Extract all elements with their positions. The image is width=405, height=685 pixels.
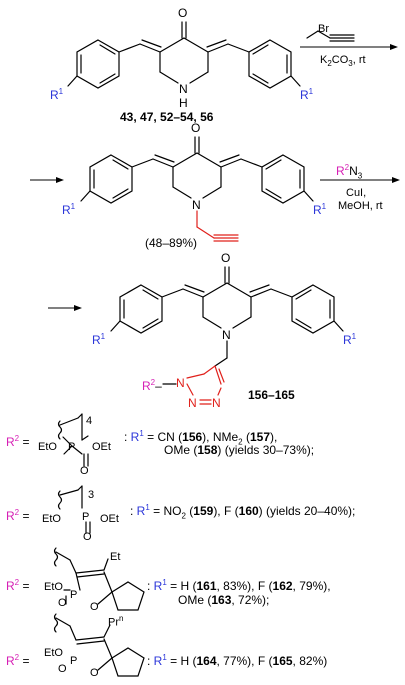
sub3-O-exo: O <box>58 597 67 609</box>
sub4-O-exo: O <box>58 663 67 675</box>
reagent-k2co3: K2CO3, rt <box>320 54 366 69</box>
reagent-meoh: MeOH, rt <box>338 200 383 212</box>
substituent-3-structure <box>53 547 145 611</box>
sub2-O: O <box>83 531 92 543</box>
r1-left-2: R1 <box>62 202 76 217</box>
atom-N-2: N <box>192 198 201 212</box>
product-compound-ids: 156–165 <box>248 388 295 402</box>
sub2-P: P <box>82 511 90 523</box>
r1-left-1: R1 <box>50 87 64 102</box>
atom-N-1: N <box>179 82 188 96</box>
atom-H-1: H <box>179 96 188 110</box>
sub3-et: Et <box>110 551 121 563</box>
sub4-prn: Prn <box>108 614 124 629</box>
r1-right-3: R1 <box>343 332 357 347</box>
sub2-chain-index: 3 <box>88 489 95 501</box>
substituent-1-structure <box>57 413 89 467</box>
intermediate-yield: (48–89%) <box>145 236 198 250</box>
sub3-O-ring: O <box>90 601 99 613</box>
r1-left-3: R1 <box>92 332 106 347</box>
sub3-r2: R2 = <box>6 578 30 593</box>
sub1-eto: EtO <box>38 441 57 453</box>
r1-right-2: R1 <box>313 202 327 217</box>
sub1-oet: OEt <box>92 441 111 453</box>
sub1-O: O <box>80 465 89 477</box>
sub1-chain-index: 4 <box>86 415 93 427</box>
arrow-lead-2 <box>30 177 64 183</box>
reaction-arrow-2 <box>320 177 400 183</box>
sub4-r2: R2 = <box>6 653 30 668</box>
sub1-r2: R2 = <box>6 434 30 449</box>
sub1-r1-text2: OMe (158) (yields 30–73%); <box>164 443 315 457</box>
sub2-oet: OEt <box>100 513 119 525</box>
atom-O-2: O <box>191 121 201 135</box>
substituent-4-structure <box>53 613 145 677</box>
sub4-eto: EtO <box>44 647 63 659</box>
triazole-N3: N <box>212 396 221 410</box>
atom-N-3: N <box>222 328 231 342</box>
r1-right-1: R1 <box>300 87 314 102</box>
sub1-P: P <box>68 441 76 453</box>
reaction-arrow-1 <box>300 44 398 50</box>
triazole-r2: R2– <box>142 378 162 393</box>
triazole-N2: N <box>188 396 197 410</box>
triazole-N1: N <box>176 376 185 390</box>
sub4-O-ring: O <box>90 667 99 679</box>
atom-O-1: O <box>178 6 188 20</box>
atom-O-3: O <box>221 251 231 265</box>
structure-product <box>110 266 344 405</box>
sub4-r1-text: : R1 = H (164, 77%), F (165, 82%) <box>147 653 328 668</box>
arrow-lead-3 <box>48 305 82 311</box>
sub3-r1-text2: OMe (163, 72%); <box>178 593 270 607</box>
structure-start <box>67 21 301 89</box>
sub2-r2: R2 = <box>6 508 30 523</box>
sub1-r1-text: : R1 = CN (156), NMe2 (157), <box>124 429 278 447</box>
reagent-cui: CuI, <box>346 187 367 199</box>
sub3-r1-text: : R1 = H (161, 83%), F (162, 79%), <box>147 578 331 593</box>
reagent-azide: R2N3 <box>336 163 363 181</box>
sub4-P: P <box>70 655 78 667</box>
reagent-propargyl-bromide <box>306 30 355 42</box>
start-compound-ids: 43, 47, 52–54, 56 <box>120 110 214 124</box>
sub2-r1-text: : R1 = NO2 (159), F (160) (yields 20–40%… <box>130 503 356 521</box>
sub2-eto: EtO <box>42 513 61 525</box>
sub3-eto: EtO <box>44 581 63 593</box>
reagent-bromide-label: Br <box>318 23 329 35</box>
structure-intermediate <box>80 136 314 242</box>
sub3-P: P <box>70 589 78 601</box>
substituent-2-structure <box>57 485 91 534</box>
